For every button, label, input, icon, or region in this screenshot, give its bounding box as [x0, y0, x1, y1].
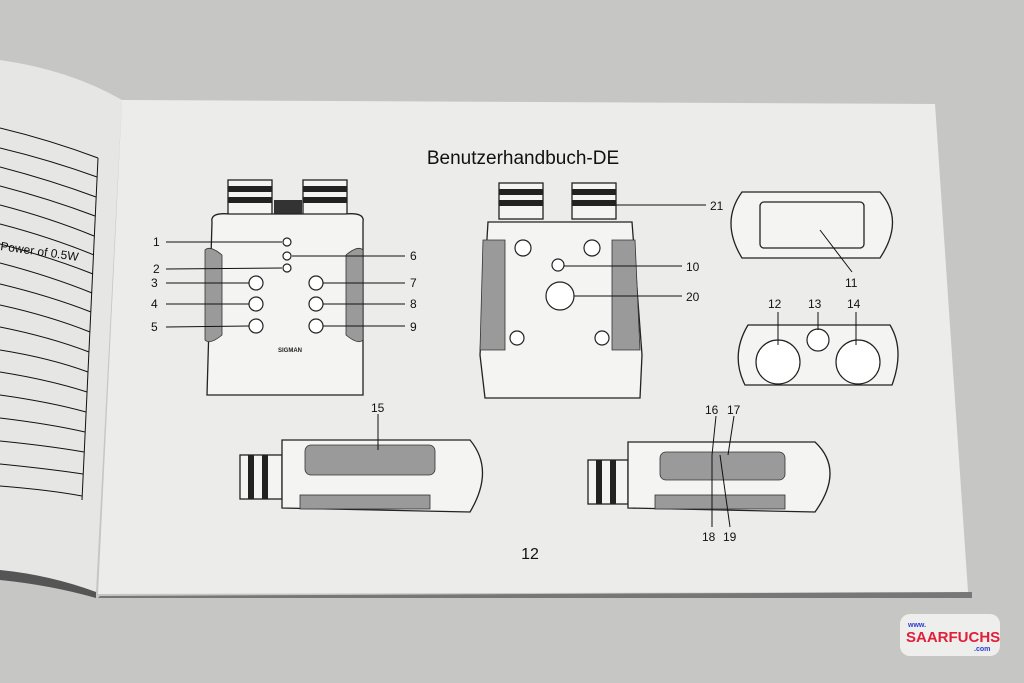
callout-1: 1 — [153, 235, 160, 249]
callout-9: 9 — [410, 320, 417, 334]
callout-15: 15 — [371, 401, 385, 415]
callout-11: 11 — [845, 276, 858, 290]
page-number: 12 — [521, 546, 539, 563]
binocular-front-view: SIGMAN — [204, 179, 364, 396]
callout-16: 16 — [705, 403, 719, 417]
callout-4: 4 — [151, 297, 158, 311]
callout-21: 21 — [710, 199, 724, 213]
device-logo: SIGMAN — [278, 348, 302, 354]
callout-20: 20 — [686, 290, 700, 304]
callout-3: 3 — [151, 276, 158, 290]
left-page: Power of 0.5W — [0, 60, 122, 598]
callout-5: 5 — [151, 320, 158, 334]
left-page-table — [0, 127, 99, 501]
watermark-logo: www. SAARFUCHS .com — [900, 614, 1000, 656]
callout-13: 13 — [808, 297, 822, 311]
callout-17: 17 — [727, 403, 741, 417]
callout-19: 19 — [723, 530, 737, 544]
callout-10: 10 — [686, 260, 700, 274]
binocular-top-view — [730, 191, 893, 259]
binocular-side-view-right — [587, 441, 831, 513]
watermark-name: SAARFUCHS — [906, 629, 1000, 646]
callout-labels: 1 2 3 4 5 6 7 8 9 10 11 12 13 14 15 16 1… — [151, 199, 861, 544]
watermark-suffix: .com — [974, 646, 990, 653]
callout-2: 2 — [153, 262, 160, 276]
callout-lines — [165, 204, 857, 528]
callout-14: 14 — [847, 297, 861, 311]
callout-7: 7 — [410, 276, 417, 290]
callout-18: 18 — [702, 530, 716, 544]
binocular-side-view-left — [239, 439, 484, 513]
callout-6: 6 — [410, 249, 417, 263]
page-title: Benutzerhandbuch-DE — [427, 148, 619, 169]
callout-12: 12 — [768, 297, 782, 311]
binocular-lens-view — [737, 324, 899, 386]
callout-8: 8 — [410, 297, 417, 311]
watermark-prefix: www. — [907, 622, 926, 629]
